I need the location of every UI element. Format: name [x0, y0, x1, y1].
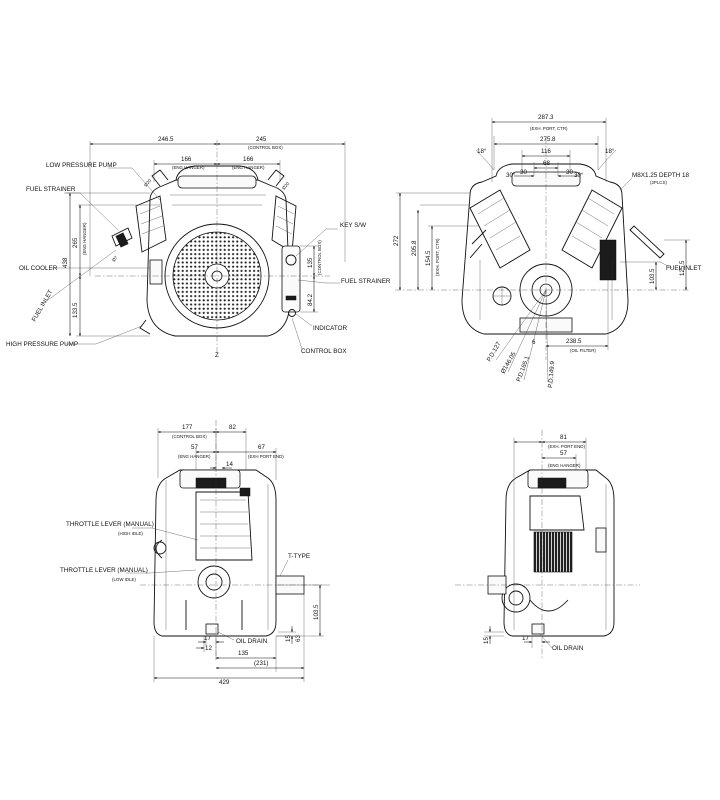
dim-166-right: 166: [243, 156, 254, 163]
dim-81: 81: [560, 434, 567, 441]
dim-429: 429: [219, 679, 230, 686]
dim-82: 82: [229, 424, 236, 431]
dim-135-side: 135: [238, 650, 249, 657]
angle-18-right: 18°: [605, 148, 615, 155]
dim-15-right: 15: [483, 637, 490, 644]
label-fuel-inlet: FUEL INLET: [31, 289, 55, 323]
dim-17: 17: [204, 635, 211, 642]
control-box: [281, 245, 301, 313]
fuel-strainer-icon: [111, 227, 133, 247]
dim-245: 245: [256, 136, 267, 143]
dim-63: 63: [295, 635, 302, 642]
rear-view: 287.3 (EXH. PORT, CTR) 275.8 116 68 30 3…: [393, 114, 702, 388]
dim-57-ref: (ENG HANGER): [178, 454, 211, 459]
dim-177: 177: [182, 424, 193, 431]
label-fuel-inlet-rear: FUEL INLET: [666, 265, 702, 272]
dim-116: 116: [541, 148, 551, 155]
label-throttle-low: THROTTLE LEVER (MANUAL): [60, 567, 148, 574]
side-view-left: 177 (CONTROL BOX) 82 57 (ENG HANGER) 67 …: [60, 420, 330, 686]
front-view: Z 246.5 245 (CONTROL BOX) 166 166 (ENG H…: [6, 136, 391, 359]
label-oil-cooler: OIL COOLER: [19, 265, 58, 272]
dim-12: 12: [205, 645, 212, 652]
phi20-b: Ø20: [281, 181, 291, 191]
dim-81-ref: (EXH. PORT END): [548, 444, 585, 449]
label-throttle-high: THROTTLE LEVER (MANUAL): [66, 521, 154, 528]
dim-84-2: 84.2: [307, 293, 314, 306]
dim-438: 438: [62, 257, 69, 268]
dim-17-right: 17: [522, 635, 529, 642]
phi7: Ø7: [111, 255, 119, 263]
label-key-sw: KEY S/W: [340, 222, 366, 229]
dim-30-right: 30: [566, 169, 573, 176]
dim-205-8: 205.8: [411, 240, 418, 256]
dim-154-5: 154.5: [425, 250, 432, 266]
label-high-idle: (HIGH IDLE): [118, 531, 143, 536]
thread-callout: M8X1.25 DEPTH 18: [632, 172, 690, 179]
pcd-146-05: Ø146.05: [500, 350, 518, 375]
phi20-a: Ø20: [143, 178, 153, 188]
label-fuel-strainer: FUEL STRAINER: [26, 186, 76, 193]
dim-287-3: 287.3: [538, 114, 554, 121]
label-high-pressure-pump: HIGH PRESSURE PUMP: [6, 341, 78, 348]
pcd-165-1: P.D.165.1: [515, 355, 531, 383]
label-fuel-strainer-right: FUEL STRAINER: [341, 278, 391, 285]
front-engine-outline: [111, 165, 301, 337]
dim-231: (231): [254, 660, 268, 667]
dim-14: 14: [226, 461, 233, 468]
dim-68: 68: [543, 160, 550, 167]
dim-177-ref: (CONTROL BOX): [172, 434, 207, 439]
dim-133-5: 133.5: [72, 302, 79, 318]
dim-166-left: 166: [181, 156, 192, 163]
angle-18-left: 18°: [477, 148, 487, 155]
dim-166-left-ref: (ENG HANGER): [172, 165, 205, 170]
dim-135-ref: (CONTROL BOX): [317, 240, 322, 275]
oil-filter-icon: [599, 239, 617, 281]
indicator-icon: [288, 309, 296, 317]
dim-166-right-ref: (ENG HANGER): [232, 165, 265, 170]
dim-135: 135: [307, 257, 314, 268]
pcd-149-9: P.D.149.9: [547, 360, 556, 388]
side-left-engine-outline: [153, 469, 305, 637]
angle-30-right: 30°: [574, 172, 584, 179]
dim-238-5-ref: (OIL FILTER): [570, 348, 596, 353]
dim-246-5: 246.5: [158, 136, 174, 143]
dim-238-5: 238.5: [566, 338, 582, 345]
pcd-127: P.D.127: [486, 340, 503, 363]
dim-57: 57: [191, 444, 198, 451]
label-t-type: T-TYPE: [288, 553, 310, 560]
dim-67-ref: (EXH PORT END): [248, 454, 284, 459]
dim-103-5: 103.5: [649, 268, 656, 284]
label-oil-drain-right: OIL DRAIN: [552, 645, 584, 652]
label-low-pressure-pump: LOW PRESSURE PUMP: [46, 162, 117, 169]
side-view-right: 81 (EXH. PORT END) 57 (ENG HANGER) 15 17…: [455, 430, 640, 660]
angle-30-left: 30°: [506, 172, 516, 179]
dim-15: 15: [285, 635, 292, 642]
fuel-inlet-pipe: [629, 225, 665, 259]
dim-265-ref: (ENG HANGER): [82, 222, 87, 255]
dim-125-5: 125.5: [679, 260, 686, 276]
dim-275-8: 275.8: [540, 136, 556, 143]
dim-272: 272: [393, 235, 400, 246]
rear-engine-outline: [461, 163, 665, 335]
label-oil-drain-left: OIL DRAIN: [236, 638, 268, 645]
thread-qty: (2PLCS): [650, 180, 667, 185]
dim-287-3-ref: (EXH. PORT, CTR): [530, 126, 568, 131]
side-right-engine-outline: [487, 469, 615, 637]
key-switch-icon: [285, 254, 297, 266]
label-control-box: CONTROL BOX: [301, 348, 347, 355]
dim-57-right-ref: (ENG HANGER): [548, 463, 581, 468]
dim-154-5-ref: (EXH. PORT, CTR): [435, 238, 440, 276]
dim-265: 265: [72, 237, 79, 248]
oil-cooler-fins: [533, 531, 573, 573]
dim-67: 67: [258, 444, 265, 451]
dim-57-right: 57: [560, 450, 567, 457]
center-mark: Z: [215, 352, 219, 359]
dim-245-ref: (CONTROL BOX): [248, 145, 283, 150]
label-low-idle: (LOW IDLE): [112, 577, 136, 582]
dim-30-left: 30: [520, 169, 527, 176]
dim-6: 6: [532, 339, 536, 346]
dim-103-5-side: 103.5: [313, 604, 320, 620]
label-indicator: INDICATOR: [313, 325, 348, 332]
